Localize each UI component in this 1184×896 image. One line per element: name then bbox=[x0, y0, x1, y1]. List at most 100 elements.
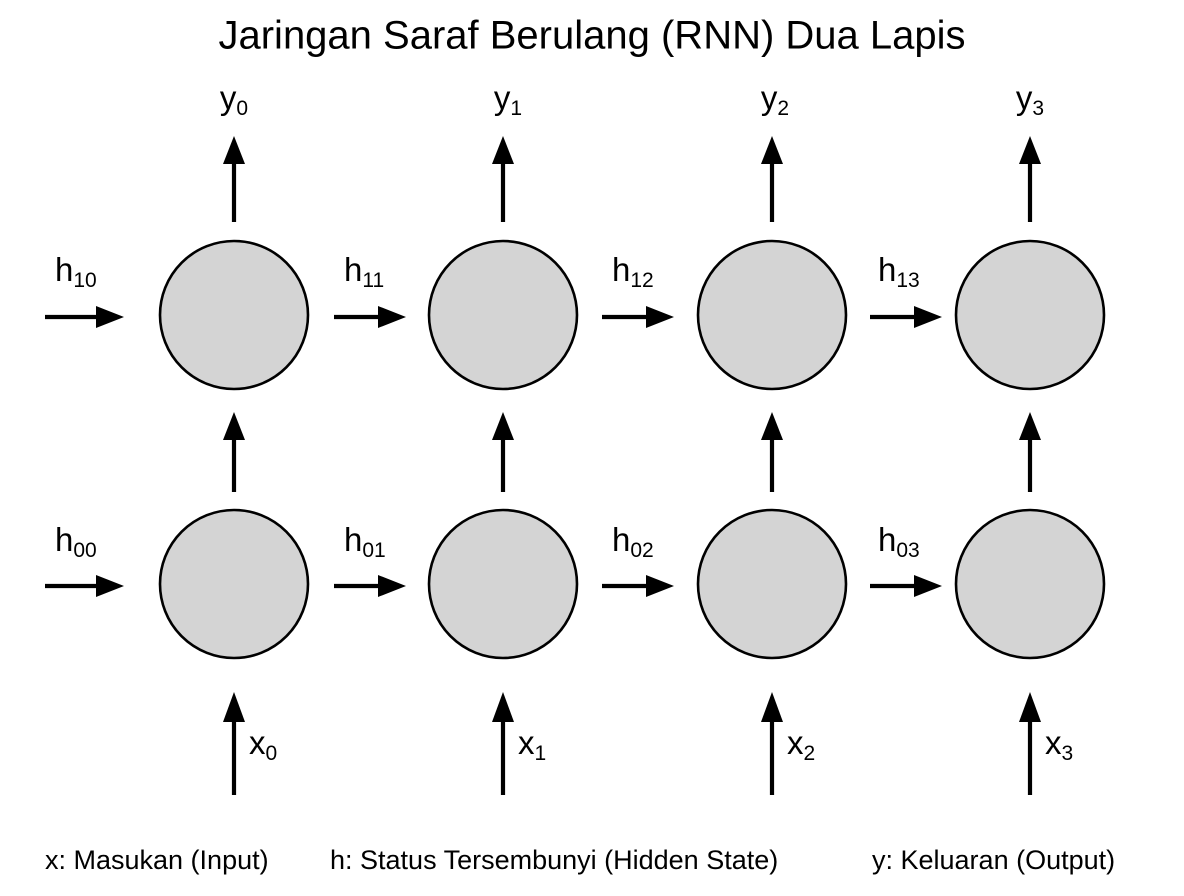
output-label-2: y2 bbox=[761, 79, 789, 120]
hidden-label-bottom-sub-2: 02 bbox=[630, 539, 653, 562]
input-label-1: x1 bbox=[518, 724, 546, 765]
hidden-label-bottom-sub-1: 01 bbox=[362, 539, 385, 562]
hidden-label-bottom-base-0: h bbox=[55, 521, 73, 558]
hidden-label-bottom-2: h02 bbox=[612, 521, 654, 562]
input-label-2: x2 bbox=[787, 724, 815, 765]
hidden-label-top-base-0: h bbox=[55, 251, 73, 288]
hidden-arrow-head-top-1 bbox=[378, 306, 406, 328]
output-label-sub-3: 3 bbox=[1032, 97, 1044, 120]
input-label-base-1: x bbox=[518, 724, 535, 761]
hidden-arrow-group-top-0 bbox=[45, 306, 124, 328]
output-label-base-3: y bbox=[1016, 79, 1033, 116]
hidden-arrow-group-bottom-3 bbox=[870, 575, 942, 597]
hidden-arrow-head-top-0 bbox=[96, 306, 124, 328]
hidden-label-top-base-2: h bbox=[612, 251, 630, 288]
hidden-node-top-1[interactable] bbox=[427, 239, 579, 391]
interlayer-arrow-head-3 bbox=[1019, 412, 1041, 440]
hidden-arrow-head-top-3 bbox=[914, 306, 942, 328]
legend-input: x: Masukan (Input) bbox=[45, 845, 269, 875]
output-arrow-head-0 bbox=[223, 136, 245, 164]
page-title: Jaringan Saraf Berulang (RNN) Dua Lapis bbox=[218, 14, 965, 58]
input-label-sub-3: 3 bbox=[1062, 742, 1074, 765]
hidden-label-top-0: h10 bbox=[55, 251, 97, 292]
output-label-sub-0: 0 bbox=[236, 97, 248, 120]
hidden-arrow-head-bottom-2 bbox=[646, 575, 674, 597]
input-arrow-group-2 bbox=[761, 692, 783, 795]
output-label-0: y0 bbox=[220, 79, 248, 120]
hidden-arrow-head-top-2 bbox=[646, 306, 674, 328]
output-arrow-group-0 bbox=[223, 136, 245, 222]
hidden-arrow-group-top-2 bbox=[602, 306, 674, 328]
hidden-label-top-base-3: h bbox=[878, 251, 896, 288]
input-arrow-head-0 bbox=[223, 692, 245, 722]
hidden-label-top-sub-2: 12 bbox=[630, 269, 653, 292]
hidden-node-top-2[interactable] bbox=[696, 239, 848, 391]
output-label-base-0: y bbox=[220, 79, 237, 116]
hidden-label-top-base-1: h bbox=[344, 251, 362, 288]
output-label-base-2: y bbox=[761, 79, 778, 116]
input-label-base-2: x bbox=[787, 724, 804, 761]
hidden-label-top-sub-0: 10 bbox=[73, 269, 96, 292]
hidden-label-bottom-0: h00 bbox=[55, 521, 97, 562]
hidden-node-top-3[interactable] bbox=[954, 239, 1106, 391]
interlayer-arrow-group-2 bbox=[761, 412, 783, 492]
input-label-0: x0 bbox=[249, 724, 277, 765]
input-arrow-head-3 bbox=[1019, 692, 1041, 722]
output-label-sub-2: 2 bbox=[777, 97, 789, 120]
hidden-node-top-0[interactable] bbox=[158, 239, 310, 391]
interlayer-arrow-head-0 bbox=[223, 412, 245, 440]
hidden-label-top-1: h11 bbox=[344, 251, 384, 292]
output-label-1: y1 bbox=[494, 79, 522, 120]
output-label-base-1: y bbox=[494, 79, 511, 116]
hidden-label-bottom-base-3: h bbox=[878, 521, 896, 558]
output-label-sub-1: 1 bbox=[510, 97, 522, 120]
input-label-sub-0: 0 bbox=[266, 742, 278, 765]
hidden-label-top-sub-1: 11 bbox=[362, 269, 384, 292]
input-label-sub-1: 1 bbox=[535, 742, 547, 765]
output-arrow-group-3 bbox=[1019, 136, 1041, 222]
input-arrow-head-1 bbox=[492, 692, 514, 722]
interlayer-arrow-group-0 bbox=[223, 412, 245, 492]
input-label-3: x3 bbox=[1045, 724, 1073, 765]
interlayer-arrow-group-3 bbox=[1019, 412, 1041, 492]
hidden-node-bottom-2[interactable] bbox=[696, 508, 848, 660]
hidden-label-bottom-1: h01 bbox=[344, 521, 386, 562]
output-arrow-head-1 bbox=[492, 136, 514, 164]
output-label-3: y3 bbox=[1016, 79, 1044, 120]
input-arrow-group-1 bbox=[492, 692, 514, 795]
hidden-arrow-head-bottom-1 bbox=[378, 575, 406, 597]
hidden-arrow-group-bottom-1 bbox=[334, 575, 406, 597]
input-arrow-head-2 bbox=[761, 692, 783, 722]
input-label-base-0: x bbox=[249, 724, 266, 761]
hidden-arrow-group-bottom-0 bbox=[45, 575, 124, 597]
hidden-node-bottom-1[interactable] bbox=[427, 508, 579, 660]
interlayer-arrow-group-1 bbox=[492, 412, 514, 492]
output-arrow-group-2 bbox=[761, 136, 783, 222]
hidden-label-top-3: h13 bbox=[878, 251, 920, 292]
input-arrow-group-3 bbox=[1019, 692, 1041, 795]
hidden-label-top-2: h12 bbox=[612, 251, 654, 292]
hidden-arrow-head-bottom-3 bbox=[914, 575, 942, 597]
legend-output: y: Keluaran (Output) bbox=[872, 845, 1115, 875]
hidden-node-bottom-3[interactable] bbox=[954, 508, 1106, 660]
interlayer-arrow-head-2 bbox=[761, 412, 783, 440]
output-arrow-head-3 bbox=[1019, 136, 1041, 164]
hidden-arrow-group-top-3 bbox=[870, 306, 942, 328]
hidden-label-bottom-3: h03 bbox=[878, 521, 920, 562]
legend-hidden: h: Status Tersembunyi (Hidden State) bbox=[330, 845, 778, 875]
output-arrow-head-2 bbox=[761, 136, 783, 164]
hidden-arrow-head-bottom-0 bbox=[96, 575, 124, 597]
hidden-arrow-group-bottom-2 bbox=[602, 575, 674, 597]
hidden-label-bottom-base-1: h bbox=[344, 521, 362, 558]
hidden-label-bottom-sub-0: 00 bbox=[73, 539, 96, 562]
output-arrow-group-1 bbox=[492, 136, 514, 222]
input-label-base-3: x bbox=[1045, 724, 1062, 761]
hidden-arrow-group-top-1 bbox=[334, 306, 406, 328]
input-label-sub-2: 2 bbox=[804, 742, 816, 765]
hidden-label-bottom-sub-3: 03 bbox=[896, 539, 919, 562]
input-arrow-group-0 bbox=[223, 692, 245, 795]
hidden-node-bottom-0[interactable] bbox=[158, 508, 310, 660]
hidden-label-bottom-base-2: h bbox=[612, 521, 630, 558]
